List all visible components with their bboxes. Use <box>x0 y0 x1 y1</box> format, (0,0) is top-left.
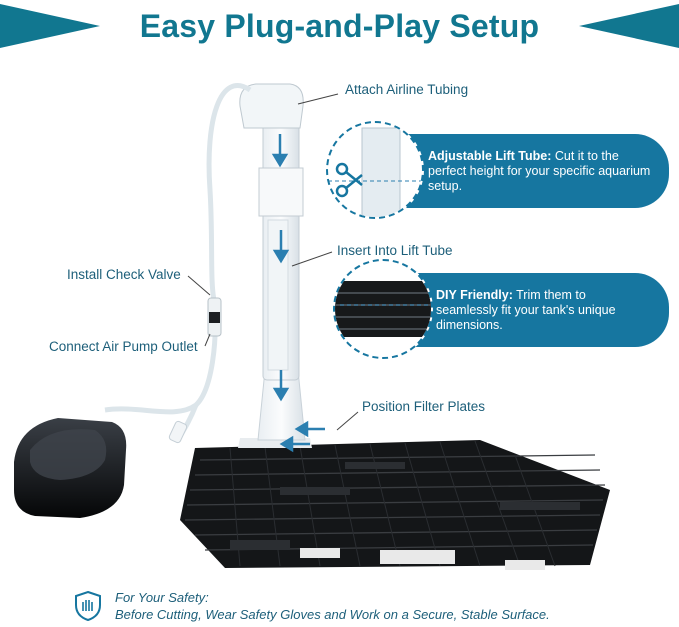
safety-text: Before Cutting, Wear Safety Gloves and W… <box>115 607 550 622</box>
label-insert-lift-tube: Insert Into Lift Tube <box>337 243 453 258</box>
label-attach-airline: Attach Airline Tubing <box>345 82 469 97</box>
left-banner-triangle <box>0 4 100 48</box>
gloves-shield-icon <box>75 591 101 621</box>
filter-plates <box>180 440 610 570</box>
label-position-plates: Position Filter Plates <box>362 399 486 414</box>
label-pump-outlet: Connect Air Pump Outlet <box>49 339 198 354</box>
lift-tube-closeup <box>326 121 424 219</box>
air-pump <box>14 418 127 518</box>
page-title: Easy Plug-and-Play Setup <box>139 8 540 44</box>
right-banner-triangle <box>579 4 679 48</box>
callout-diy-heading: DIY Friendly: <box>436 288 513 302</box>
callout-lift-tube-text: Cut it to the perfect height for your sp… <box>428 149 651 193</box>
callout-diy-text: Trim them to seamlessly fit your tank's … <box>436 288 616 332</box>
callout-lift-tube-heading: Adjustable Lift Tube: <box>428 149 552 163</box>
scissors-icon <box>335 162 363 198</box>
safety-heading: For Your Safety: <box>115 590 209 605</box>
label-check-valve: Install Check Valve <box>67 267 181 282</box>
filter-plate-closeup <box>333 259 433 359</box>
